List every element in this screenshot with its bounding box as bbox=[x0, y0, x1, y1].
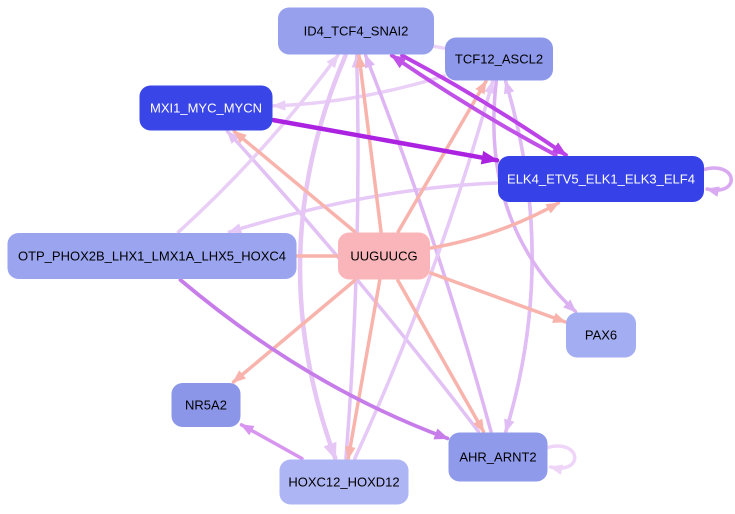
edge-elk4-id4[interactable] bbox=[389, 53, 558, 157]
node-hoxc12[interactable]: HOXC12_HOXD12 bbox=[279, 459, 409, 505]
edge-ahr-id4[interactable] bbox=[363, 53, 493, 434]
node-shape bbox=[171, 383, 241, 427]
node-elk4[interactable]: ELK4_ETV5_ELK1_ELK3_ELF4 bbox=[498, 156, 704, 202]
node-shape bbox=[566, 312, 636, 358]
edge-uug-nr5a2[interactable] bbox=[231, 278, 357, 384]
edge-elk4-otp[interactable] bbox=[227, 181, 499, 234]
edge-tcf12-id4[interactable] bbox=[422, 38, 446, 50]
node-shape bbox=[7, 233, 297, 279]
edge-elk4-elk4[interactable] bbox=[700, 166, 733, 197]
edge-hoxc12-nr5a2[interactable] bbox=[239, 423, 304, 461]
edge-uug-ahr[interactable] bbox=[396, 278, 486, 434]
node-shape bbox=[338, 232, 430, 280]
edge-uug-pax6[interactable] bbox=[429, 271, 567, 324]
node-shape bbox=[278, 7, 434, 55]
edge-uug-hoxc12[interactable] bbox=[345, 278, 382, 461]
node-id4[interactable]: ID4_TCF4_SNAI2 bbox=[278, 7, 434, 55]
edge-otp-ahr[interactable] bbox=[178, 278, 450, 441]
node-tcf12[interactable]: TCF12_ASCL2 bbox=[445, 37, 553, 81]
node-otp[interactable]: OTP_PHOX2B_LHX1_LMX1A_LHX5_HOXC4 bbox=[7, 233, 297, 279]
edge-ahr-ahr[interactable] bbox=[543, 444, 577, 475]
edge-uug-id4[interactable] bbox=[355, 53, 383, 234]
node-mxi1[interactable]: MXI1_MYC_MYCN bbox=[139, 85, 273, 131]
edge-uug-mxi1[interactable] bbox=[232, 129, 357, 234]
node-shape bbox=[279, 459, 409, 505]
edge-uug-tcf12[interactable] bbox=[396, 79, 488, 234]
node-shape bbox=[448, 432, 548, 482]
node-shape bbox=[445, 37, 553, 81]
edge-id4-elk4[interactable] bbox=[400, 53, 568, 157]
node-nr5a2[interactable]: NR5A2 bbox=[171, 383, 241, 427]
edge-otp-id4[interactable] bbox=[176, 53, 340, 234]
edge-uug-elk4[interactable] bbox=[429, 201, 561, 250]
edge-layer bbox=[176, 38, 733, 475]
node-shape bbox=[498, 156, 704, 202]
node-ahr[interactable]: AHR_ARNT2 bbox=[448, 432, 548, 482]
node-shape bbox=[139, 85, 273, 131]
node-uug[interactable]: UUGUUCG bbox=[338, 232, 430, 280]
edge-tcf12-pax6[interactable] bbox=[492, 79, 578, 314]
node-pax6[interactable]: PAX6 bbox=[566, 312, 636, 358]
edge-mxi1-elk4[interactable] bbox=[271, 117, 500, 165]
